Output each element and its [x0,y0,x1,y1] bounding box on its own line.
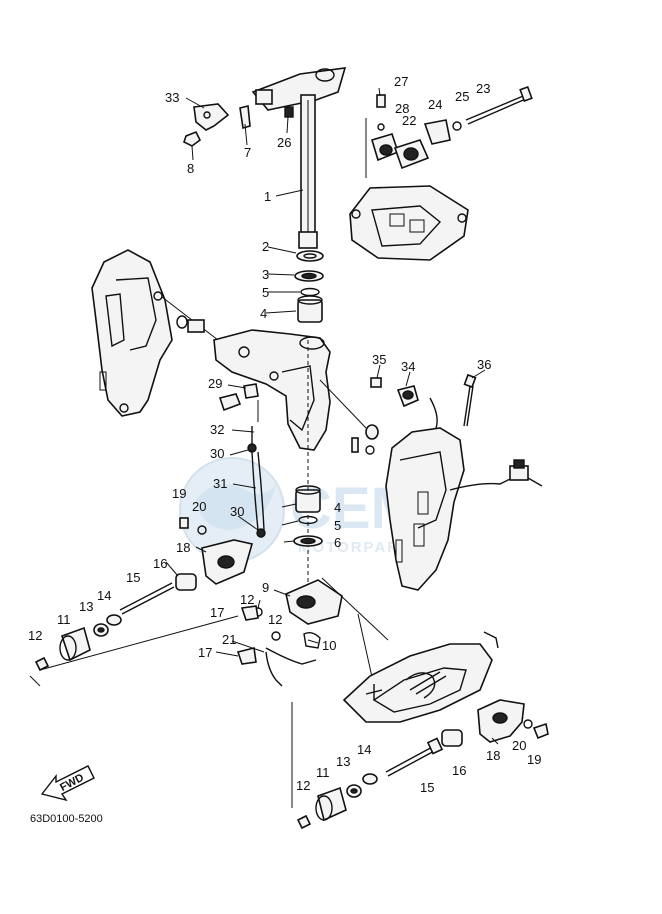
callout: 16 [452,763,466,778]
callout: 23 [476,81,490,96]
callout: 11 [316,765,330,780]
callout: 9 [262,580,269,595]
steering-shaft [251,67,347,249]
fwd-arrow-icon: FWD [40,765,95,802]
lower-mount-left [29,517,254,687]
callout: 6 [334,535,341,550]
callout: 3 [262,267,269,282]
callout: 4 [334,500,341,515]
callout: 35 [372,352,386,367]
callout: 12 [296,778,310,793]
callout: 12 [240,592,254,607]
upper-bushing-stack [294,250,324,323]
callout: 27 [394,74,408,89]
callout: 13 [336,754,350,769]
callout: 7 [244,145,251,160]
callout: 4 [260,306,267,321]
diagram-code: 63D0100-5200 [30,813,103,825]
callout-labels: 33 7 26 8 1 27 28 22 24 25 23 2 3 5 4 35… [28,74,541,795]
callout: 36 [477,357,491,372]
bracket-34-group [370,373,477,427]
callout: 13 [79,599,93,614]
callout: 17 [210,605,224,620]
callout: 33 [165,90,179,105]
callout: 21 [222,632,236,647]
callout: 18 [486,748,500,763]
right-clamp-bracket [385,397,543,591]
leader-lines [165,87,499,745]
watermark-sub: MOTORPARTS [298,539,423,556]
callout: 15 [126,570,140,585]
callout: 2 [262,239,269,254]
callout: 28 [395,101,409,116]
swivel-bracket [213,329,379,455]
callout: 16 [153,556,167,571]
callout: 26 [277,135,291,150]
callout: 8 [187,161,194,176]
callout: 19 [527,752,541,767]
callout: 12 [28,628,42,643]
callout: 15 [420,780,434,795]
left-clamp-bracket [91,249,219,417]
callout: 11 [57,612,71,627]
callout: 5 [334,518,341,533]
callout: 32 [210,422,224,437]
callout: 5 [262,285,269,300]
callout: 31 [213,476,227,491]
upper-mount-group [365,85,533,178]
callout: 19 [172,486,186,501]
lower-mount-right [291,699,549,830]
lower-mount-center [236,577,389,705]
callout: 10 [322,638,336,653]
callout: 30 [210,446,224,461]
callout: 34 [401,359,415,374]
callout: 22 [402,113,416,128]
callout: 14 [97,588,111,603]
callout: 17 [198,645,212,660]
callout: 20 [512,738,526,753]
callout: 1 [264,189,271,204]
callout: 30 [230,504,244,519]
callout: 18 [176,540,190,555]
upper-mount-housing [349,185,469,261]
callout: 29 [208,376,222,391]
callout: 12 [268,612,282,627]
grease-fitting-group [218,383,266,538]
callout: 25 [455,89,469,104]
bracket-33 [183,103,294,147]
callout: 20 [192,499,206,514]
fwd-label: FWD [58,772,86,794]
callout: 24 [428,97,442,112]
lower-cover-plate [342,631,499,723]
callout: 14 [357,742,371,757]
